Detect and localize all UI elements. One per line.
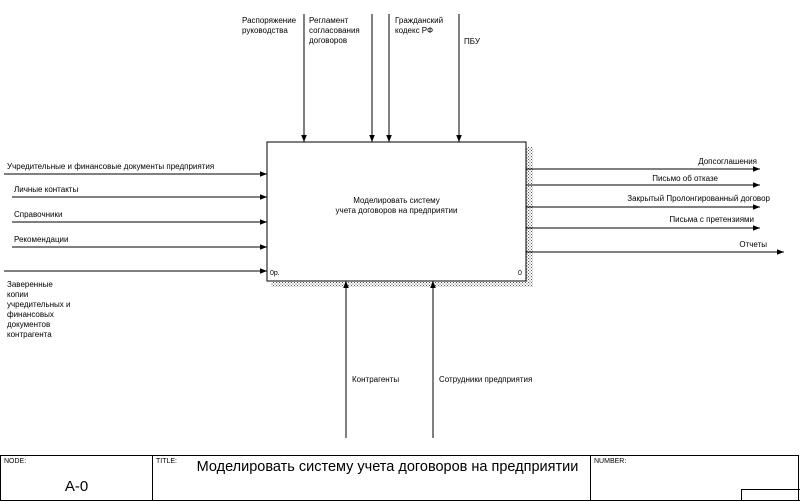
title-header: TITLE: [156, 458, 178, 465]
activity-cost: 0р. [270, 270, 280, 277]
output-label-3: Закрытый Пролонгированный договор [627, 194, 770, 203]
control-label-4: ПБУ [464, 37, 480, 46]
control-label-3: Гражданский кодекс РФ [395, 16, 444, 35]
mechanism-label-2: Сотрудники предприятия [439, 375, 533, 384]
node-value: A-0 [64, 478, 89, 495]
activity-label: Моделировать систему учета договоров на … [335, 196, 458, 215]
diagram-footer: NODE: A-0 TITLE: Моделировать систему уч… [0, 455, 800, 501]
node-cell: NODE: A-0 [1, 456, 153, 500]
activity-number: 0 [518, 270, 522, 277]
input-label-4: Рекомендации [14, 235, 69, 244]
output-label-1: Допсоглашения [698, 157, 757, 166]
activity-box[interactable] [266, 141, 527, 282]
output-label-4: Письма с претензиями [669, 215, 754, 224]
control-label-2: Регламент согласования договоров [309, 16, 360, 45]
input-label-2: Личные контакты [14, 185, 79, 194]
title-cell: TITLE: Моделировать систему учета догово… [153, 456, 591, 500]
input-label-5: Заверенные копии учредительных и финансо… [7, 280, 71, 339]
number-cell: NUMBER: [591, 456, 800, 501]
number-corner-box [741, 489, 800, 501]
input-label-1: Учредительные и финансовые документы пре… [7, 162, 215, 171]
mechanism-label-1: Контрагенты [352, 375, 400, 384]
number-header: NUMBER: [594, 458, 627, 465]
node-header: NODE: [4, 458, 27, 465]
output-label-5: Отчеты [739, 240, 767, 249]
title-value: Моделировать систему учета договоров на … [196, 459, 579, 475]
output-label-2: Письмо об отказе [652, 174, 718, 183]
control-label-1: Распоряжение руководства [242, 16, 297, 35]
input-label-3: Справочники [14, 210, 63, 219]
